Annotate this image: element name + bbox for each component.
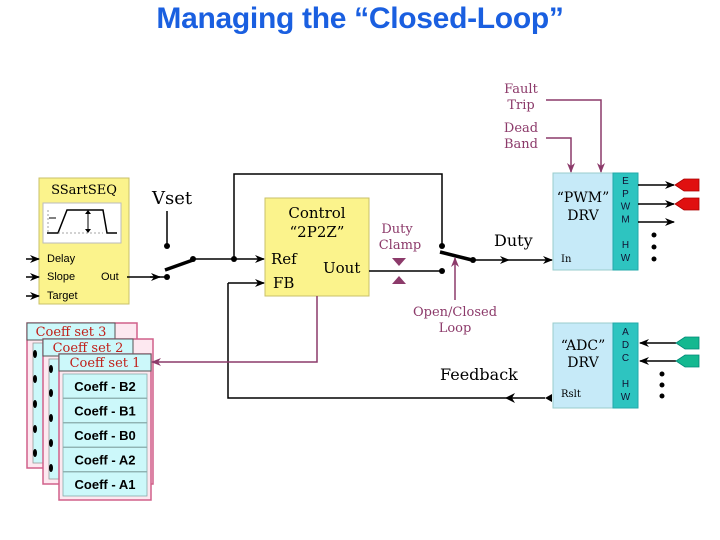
vset-label: Vset: [151, 188, 193, 209]
pwm-hw-letter: W: [621, 253, 631, 264]
coeff-row: [62, 447, 148, 472]
open-closed-loop-switch[interactable]: [439, 250, 473, 262]
pwm-hw-letter: P: [622, 189, 629, 200]
coeff-set-1-header: Coeff set 1: [70, 356, 141, 371]
coeff-row-label: Coeff - A1: [75, 477, 136, 492]
pwm-output-pin-2: [674, 197, 700, 211]
adc-hw-letter: C: [622, 353, 629, 364]
adc-hw-letter: D: [622, 340, 629, 351]
feedback-label: Feedback: [440, 365, 518, 384]
ramp-graph: [42, 202, 122, 244]
adc-subtitle: DRV: [567, 355, 599, 371]
coeff-row-label: Coeff - B2: [74, 379, 135, 394]
binder-ring-icon: [49, 439, 53, 447]
control-subtitle: “2P2Z”: [290, 223, 345, 241]
binder-ring-icon: [33, 350, 37, 358]
pwm-hw-letter: W: [621, 202, 631, 213]
open-closed-label-1: Open/Closed: [413, 305, 497, 320]
coeff-row: [62, 471, 148, 497]
ssartseq-block: SSartSEQ Delay Slope Target Out: [38, 177, 130, 305]
duty-clamp-label-2: Clamp: [379, 238, 422, 253]
coeff-row: [62, 373, 148, 399]
binder-ring-icon: [33, 449, 37, 457]
adc-input-pin-1: [675, 336, 700, 350]
ssartseq-input-delay: Delay: [47, 253, 76, 265]
pwm-hw-letter: E: [622, 176, 629, 187]
ssartseq-input-target: Target: [47, 290, 78, 302]
duty-label: Duty: [494, 231, 533, 250]
adc-title: “ADC”: [561, 338, 606, 354]
pwm-in-port: In: [561, 254, 572, 265]
control-title: Control: [288, 204, 345, 222]
binder-ring-icon: [49, 464, 53, 472]
binder-ring-icon: [49, 389, 53, 397]
pwm-more-dots: [651, 232, 657, 262]
dead-band-label-1: Dead: [504, 121, 538, 136]
fault-trip-label-1: Fault: [504, 82, 538, 97]
adc-hw-letter: H: [622, 379, 629, 390]
adc-rslt-port: Rslt: [561, 389, 581, 400]
binder-ring-icon: [49, 365, 53, 373]
adc-more-dots: [659, 371, 665, 399]
coeff-set-2-header: Coeff set 2: [53, 341, 124, 356]
ramp-curve: [47, 209, 117, 234]
fault-trip-label-2: Trip: [507, 98, 534, 113]
control-ref-port: Ref: [271, 250, 298, 268]
vset-switch[interactable]: [164, 258, 194, 272]
ssartseq-title: SSartSEQ: [51, 183, 117, 198]
binder-ring-icon: [33, 400, 37, 408]
adc-drv-block: “ADC” DRV Rslt ADC HW: [552, 322, 639, 409]
duty-clamp-upper-icon: [392, 258, 406, 266]
dead-band-arrow: [546, 137, 575, 173]
pwm-output-pin-1: [674, 178, 700, 192]
pwm-hw-letter: H: [622, 240, 629, 251]
duty-clamp-label-1: Duty: [381, 222, 413, 237]
ssartseq-input-slope: Slope: [47, 271, 75, 283]
coeff-row-label: Coeff - B0: [74, 428, 135, 443]
coeff-row-label: Coeff - A2: [75, 453, 136, 468]
control-uout-port: Uout: [323, 259, 360, 277]
pwm-title: “PWM”: [557, 190, 609, 206]
dead-band-label-2: Band: [504, 137, 538, 152]
coeff-set-1: Coeff set 1 Coeff - B2 Coeff - B1 Coeff - …: [58, 353, 152, 501]
adc-hw-letter: W: [621, 392, 631, 403]
coeff-set-3-header: Coeff set 3: [36, 325, 107, 340]
binder-ring-icon: [33, 425, 37, 433]
binder-ring-icon: [33, 375, 37, 383]
page-title: Managing the “Closed-Loop”: [156, 2, 564, 35]
control-2p2z-block: Control “2P2Z” Ref FB Uout: [264, 197, 370, 297]
ssartseq-output-out: Out: [101, 271, 119, 283]
coeff-row: [62, 398, 148, 423]
open-closed-label-2: Loop: [439, 321, 472, 336]
control-fb-port: FB: [273, 274, 294, 292]
pwm-hw-letter: M: [621, 214, 629, 225]
adc-hw-letter: A: [622, 327, 629, 338]
binder-ring-icon: [49, 414, 53, 422]
pwm-subtitle: DRV: [567, 208, 599, 224]
duty-clamp-lower-icon: [392, 276, 406, 284]
coeff-row-label: Coeff - B1: [74, 404, 135, 419]
fault-trip-arrow: [546, 99, 605, 173]
adc-input-pin-2: [675, 354, 700, 368]
coeff-row: [62, 422, 148, 448]
